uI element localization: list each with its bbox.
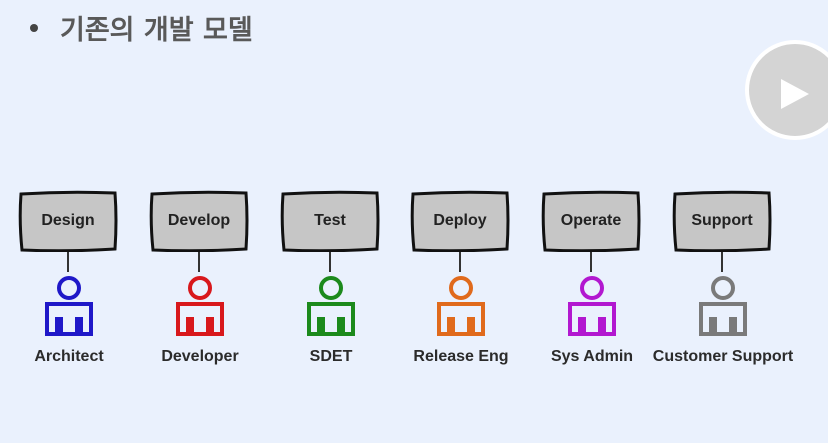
slide-heading: 기존의 개발 모델 <box>30 8 253 47</box>
stage-design: Design Architect <box>18 190 128 370</box>
person-icon <box>45 276 93 336</box>
stage-box: Deploy <box>410 190 510 252</box>
stage-operate: Operate Sys Admin <box>541 190 651 370</box>
stage-box: Design <box>18 190 118 252</box>
stage-label: Operate <box>560 212 622 229</box>
stage-box: Support <box>672 190 772 252</box>
connector-line <box>198 252 200 272</box>
play-button[interactable] <box>745 40 828 140</box>
stage-support: Support Customer Support <box>653 190 793 370</box>
stage-label: Design <box>41 212 95 229</box>
stage-deploy: Deploy Release Eng <box>410 190 520 370</box>
stage-box: Test <box>280 190 380 252</box>
connector-line <box>67 252 69 272</box>
page-title: 기존의 개발 모델 <box>60 15 253 46</box>
person-icon <box>568 276 616 336</box>
role-label: Architect <box>34 348 104 365</box>
bullet-dot-icon <box>30 23 38 32</box>
stage-label: Support <box>691 212 753 229</box>
role-label: Release Eng <box>413 348 509 365</box>
stage-label: Deploy <box>433 212 487 229</box>
play-icon <box>781 79 809 109</box>
stage-label: Test <box>314 212 346 229</box>
connector-line <box>459 252 461 272</box>
role-label: Developer <box>161 348 239 365</box>
connector-line <box>590 252 592 272</box>
role-label: SDET <box>309 348 353 365</box>
connector-line <box>721 252 723 272</box>
stage-box: Develop <box>149 190 249 252</box>
role-label: Sys Admin <box>550 348 634 365</box>
person-icon <box>176 276 224 336</box>
stage-label: Develop <box>167 212 231 229</box>
connector-line <box>329 252 331 272</box>
person-icon <box>437 276 485 336</box>
role-label: Customer Support <box>652 348 794 365</box>
stage-test: Test SDET <box>280 190 390 370</box>
stage-box: Operate <box>541 190 641 252</box>
stage-develop: Develop Developer <box>149 190 259 370</box>
person-icon <box>307 276 355 336</box>
person-icon <box>699 276 747 336</box>
